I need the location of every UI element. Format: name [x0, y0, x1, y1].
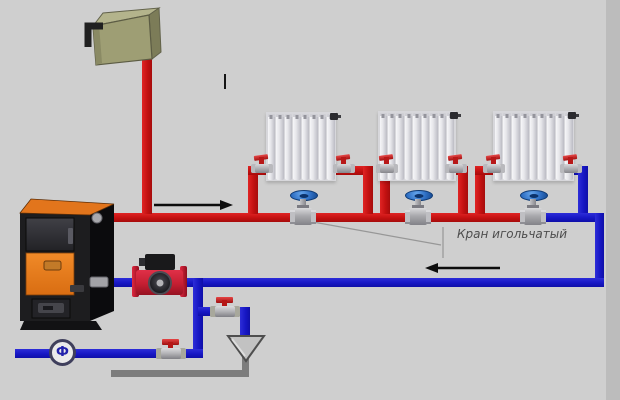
callout-leader-lines — [312, 221, 444, 258]
radiator-section — [310, 114, 318, 180]
filter-letter: Ф — [56, 345, 69, 360]
radiator3-valve-left — [483, 154, 505, 173]
radiator-section — [293, 114, 301, 180]
makeup-water-pipe — [15, 349, 203, 358]
sewer-pipe-horizontal — [111, 370, 249, 377]
radiator1-right-riser — [363, 166, 373, 214]
drain-ball-valve — [210, 297, 240, 317]
boiler-top — [19, 198, 115, 216]
boiler-badge — [43, 260, 62, 271]
radiator1-left-riser — [248, 166, 258, 214]
return-pipe-main — [103, 278, 604, 287]
radiator-section — [267, 114, 275, 180]
pump-terminal-box — [145, 254, 175, 270]
needle-valve-2 — [404, 190, 433, 226]
needle-valve-stem — [300, 199, 306, 207]
tank-vent-pipe — [84, 22, 103, 47]
radiator-section — [379, 113, 387, 180]
radiator3-blue-riser — [578, 166, 588, 214]
radiator-section — [547, 113, 555, 180]
radiator2-valve-right — [445, 154, 467, 173]
fill-drain-branch-vertical — [193, 278, 203, 358]
needle-valve-stem — [530, 199, 536, 207]
background-shade — [606, 0, 620, 400]
radiator-section — [503, 113, 512, 180]
needle-valve-body — [520, 208, 546, 225]
radiator-section — [413, 113, 421, 180]
pump-flange-right — [180, 266, 187, 297]
needle-valve-body — [290, 208, 316, 225]
sewer-pipe-vertical — [242, 357, 249, 375]
radiator-1-sections — [267, 114, 335, 180]
radiator-1 — [266, 112, 341, 181]
ash-door-slot — [43, 306, 53, 310]
pump-cable-gland — [139, 258, 146, 266]
circulation-pump — [131, 254, 188, 300]
makeup-ball-valve — [156, 339, 186, 359]
radiator-2-sections — [379, 113, 455, 180]
pump-flange-left — [132, 266, 139, 297]
air-vent-icon — [330, 113, 341, 120]
radiator-section — [494, 113, 503, 180]
radiator2-valve-left — [376, 154, 398, 173]
radiator-3-sections — [494, 113, 573, 180]
radiator-section — [538, 113, 547, 180]
upper-door-handle — [68, 228, 73, 244]
air-vent-icon — [450, 112, 461, 119]
radiator-section — [276, 114, 284, 180]
boiler-plinth — [20, 321, 102, 330]
needle-valve-collar — [412, 205, 424, 209]
radiator1-valve-left — [251, 154, 273, 173]
boiler-upper-door — [25, 217, 75, 252]
radiator3-valve-right — [560, 154, 582, 173]
needle-valve-label: Кран игольчатый — [457, 227, 568, 241]
filter-symbol: Ф — [49, 339, 76, 366]
radiator3-left-riser — [475, 166, 485, 214]
boiler-side — [90, 204, 114, 321]
needle-valve-collar — [297, 205, 309, 209]
supply-pipe-main — [97, 213, 545, 222]
needle-valve-stem — [415, 199, 421, 207]
radiator-section — [396, 113, 404, 180]
radiator2-left-riser — [380, 166, 390, 214]
boiler-supply-stub — [91, 212, 103, 224]
needle-valve-body — [405, 208, 431, 225]
radiator-section — [387, 113, 396, 180]
needle-valve-1 — [289, 190, 318, 226]
radiator-3 — [493, 111, 579, 181]
radiator-section — [512, 113, 520, 180]
boiler-middle-door — [25, 252, 75, 296]
radiator2-right-riser — [458, 166, 468, 214]
drain-branch-to-funnel — [240, 307, 250, 338]
radiator-section — [520, 113, 529, 180]
return-flow-arrow-icon — [425, 263, 500, 273]
needle-valve-3 — [519, 190, 548, 226]
radiator1-valve-right — [333, 154, 355, 173]
boiler-return-stub — [89, 276, 109, 288]
radiator-section — [404, 113, 413, 180]
radiator-section — [529, 113, 538, 180]
radiator-section — [421, 113, 430, 180]
air-vent-icon — [568, 112, 579, 119]
radiator-section — [301, 114, 309, 180]
solid-fuel-boiler — [17, 195, 117, 337]
radiator-section — [555, 113, 564, 180]
radiator-section — [438, 113, 446, 180]
pump-volute — [148, 271, 172, 295]
radiator-section — [284, 114, 292, 180]
return-pipe-top-segment — [545, 213, 604, 222]
supply-flow-arrow-icon — [154, 200, 233, 210]
middle-door-handle — [70, 285, 84, 292]
radiator-section — [318, 114, 326, 180]
radiator-section — [430, 113, 438, 180]
expansion-tank-riser-pipe — [142, 56, 152, 214]
needle-valve-collar — [527, 205, 539, 209]
return-pipe-right-drop — [595, 213, 604, 287]
